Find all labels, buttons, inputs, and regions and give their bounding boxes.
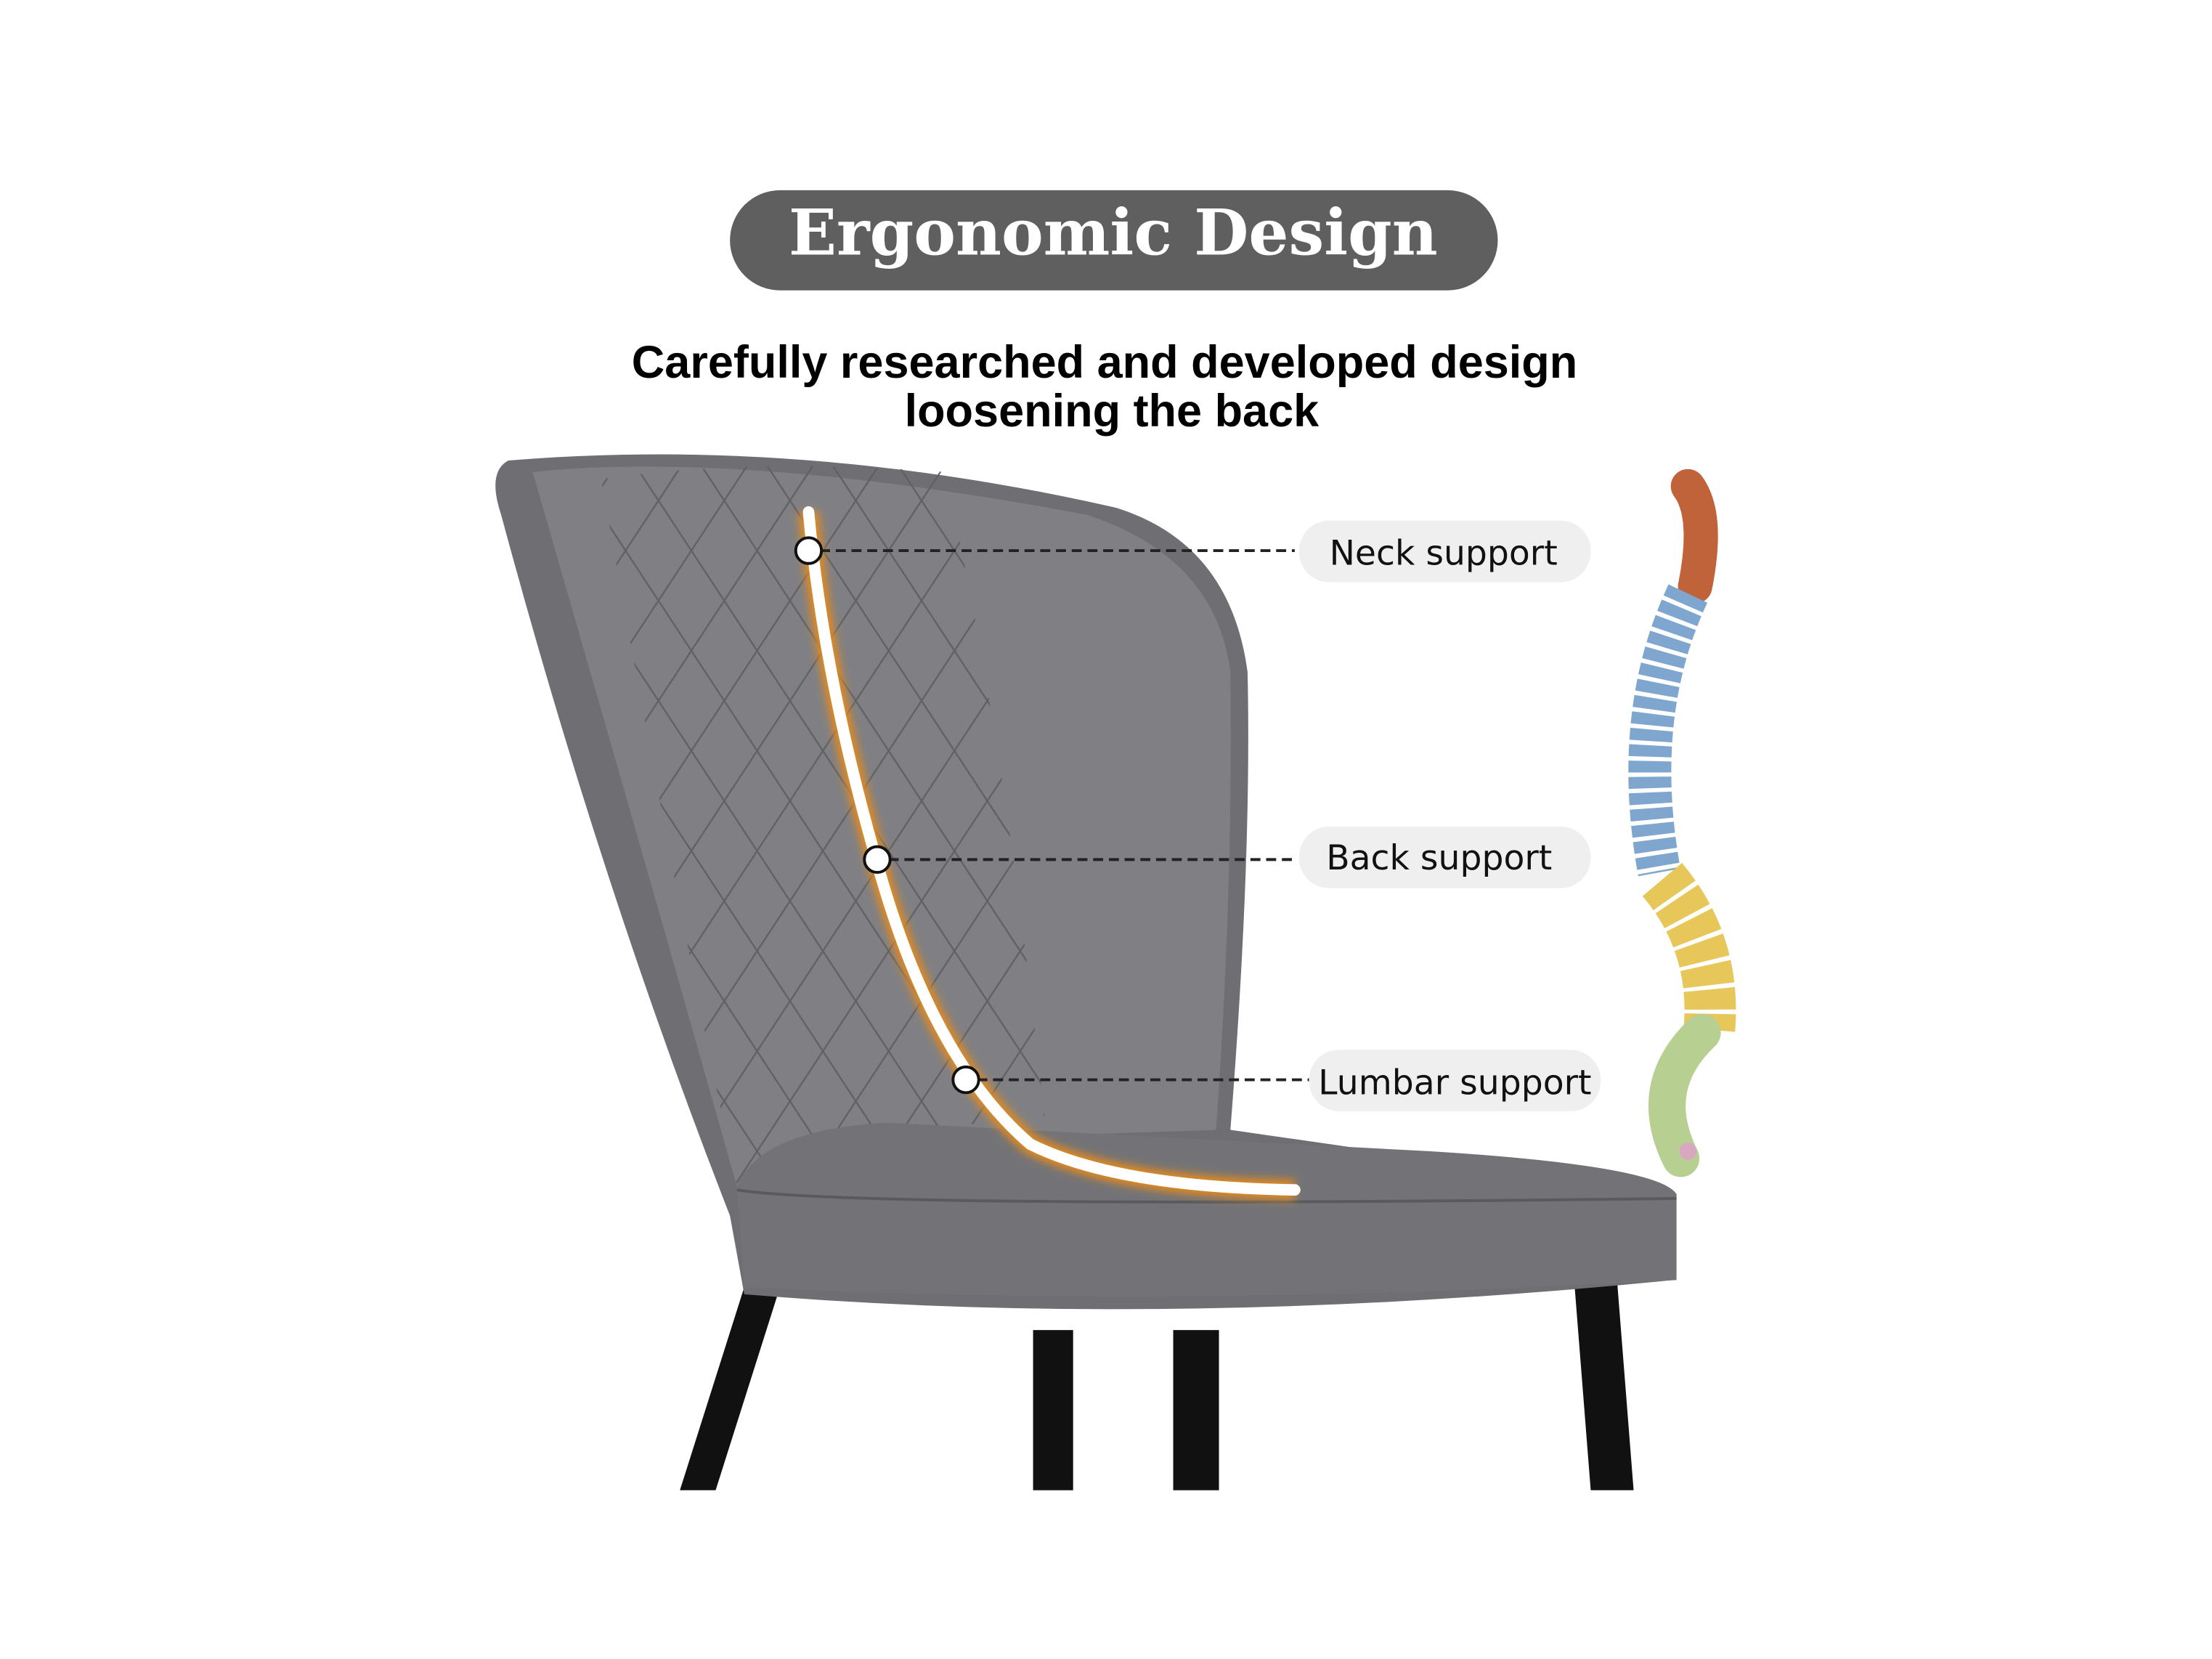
label-pill	[1309, 1050, 1601, 1111]
marker-dot	[951, 1065, 980, 1095]
sacrum	[1648, 1013, 1721, 1177]
lumbar-support-label: Lumbar support	[1318, 1063, 1591, 1103]
title-banner: Ergonomic Design	[730, 190, 1498, 291]
label-pill	[1298, 827, 1591, 888]
neck-support-label: Neck support	[1330, 534, 1558, 574]
subtitle-line-1: Carefully researched and developed desig…	[632, 337, 1577, 388]
callout-neck-support: Neck support	[794, 520, 1591, 583]
marker-dot	[863, 845, 892, 875]
callout-back-support: Back support	[863, 827, 1591, 888]
spine-curve	[802, 506, 1301, 1196]
callout-lumbar-support: Lumbar support	[951, 1050, 1601, 1111]
marker-dot	[794, 536, 824, 565]
cervical-spine	[1670, 469, 1718, 604]
chair-leg	[1573, 1273, 1634, 1490]
back-support-label: Back support	[1326, 838, 1552, 878]
subtitle-line-2: loosening the back	[905, 386, 1320, 437]
coccyx	[1679, 1143, 1697, 1160]
thoracic-spine	[1628, 584, 1708, 877]
title-pill	[730, 190, 1498, 291]
page-title: Ergonomic Design	[789, 196, 1438, 269]
chair-leg	[680, 1287, 781, 1490]
chair-leg	[1173, 1330, 1219, 1490]
label-pill	[1298, 520, 1591, 583]
chair-image	[495, 454, 1677, 1490]
lumbar-spine	[1642, 863, 1736, 1032]
chair-leg	[1033, 1330, 1073, 1490]
spine-illustration	[1628, 469, 1736, 1177]
chair-seat	[737, 1122, 1677, 1297]
